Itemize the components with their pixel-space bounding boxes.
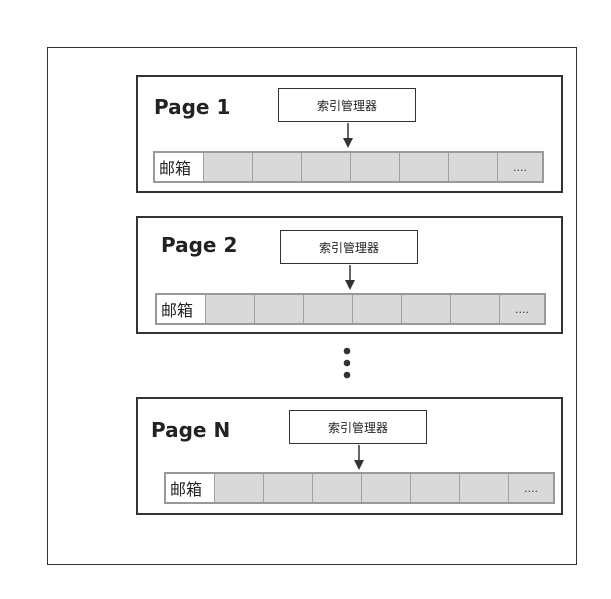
mailbox-slot — [460, 474, 509, 502]
index-manager-box: 索引管理器 — [278, 88, 416, 122]
mailbox-label: 邮箱 — [157, 295, 206, 323]
mailbox-slot — [215, 474, 264, 502]
mailbox-ellipsis: .... — [509, 474, 553, 502]
mailbox-slot — [204, 153, 253, 181]
index-manager-box: 索引管理器 — [289, 410, 427, 444]
mailbox-row: 邮箱 .... — [153, 151, 544, 183]
index-manager-box: 索引管理器 — [280, 230, 418, 264]
page-title: Page 1 — [154, 95, 231, 119]
mailbox-label: 邮箱 — [155, 153, 204, 181]
mailbox-ellipsis: .... — [500, 295, 544, 323]
mailbox-slot — [362, 474, 411, 502]
mailbox-row: 邮箱 .... — [164, 472, 555, 504]
arrow-down-icon — [354, 445, 364, 470]
arrow-down-icon — [343, 123, 353, 148]
page-box-n: Page N 索引管理器 邮箱 .... — [136, 397, 563, 515]
arrow-down-icon — [345, 265, 355, 290]
mailbox-slot — [411, 474, 460, 502]
mailbox-slot — [451, 295, 500, 323]
mailbox-slot — [402, 295, 451, 323]
page-title: Page N — [151, 418, 231, 442]
page-box-2: Page 2 索引管理器 邮箱 .... — [136, 216, 563, 334]
mailbox-slot — [264, 474, 313, 502]
mailbox-slot — [313, 474, 362, 502]
mailbox-slot — [206, 295, 255, 323]
page-box-1: Page 1 索引管理器 邮箱 .... — [136, 75, 563, 193]
mailbox-label: 邮箱 — [166, 474, 215, 502]
outer-container — [47, 47, 577, 565]
vertical-ellipsis-icon — [343, 347, 351, 379]
page-title: Page 2 — [161, 233, 238, 257]
mailbox-row: 邮箱 .... — [155, 293, 546, 325]
mailbox-slot — [353, 295, 402, 323]
mailbox-ellipsis: .... — [498, 153, 542, 181]
mailbox-slot — [351, 153, 400, 181]
mailbox-slot — [449, 153, 498, 181]
mailbox-slot — [255, 295, 304, 323]
mailbox-slot — [304, 295, 353, 323]
mailbox-slot — [253, 153, 302, 181]
mailbox-slot — [302, 153, 351, 181]
mailbox-slot — [400, 153, 449, 181]
